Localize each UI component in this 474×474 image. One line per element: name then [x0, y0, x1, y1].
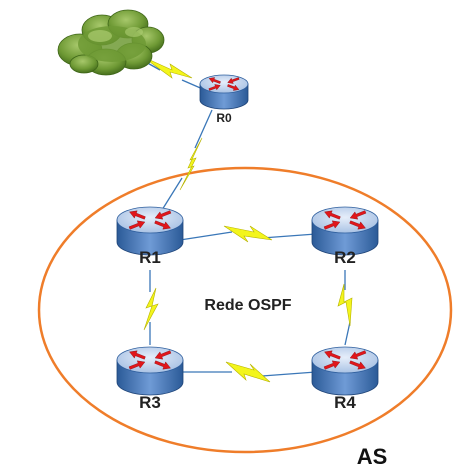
router-label-r2: R2	[334, 248, 356, 267]
links	[134, 55, 353, 383]
router-label-r1: R1	[139, 248, 161, 267]
cloud-icon	[57, 9, 165, 76]
router-r3[interactable]	[116, 346, 184, 396]
router-r0[interactable]	[199, 74, 249, 110]
lightning-bolt-icon	[337, 283, 353, 327]
link-r0-r1	[161, 109, 213, 211]
lightning-bolt-icon	[179, 137, 203, 191]
lightning-bolt-icon	[143, 287, 159, 331]
lightning-bolt-icon	[225, 361, 271, 383]
as-label: AS	[357, 444, 388, 469]
link-r1-r2	[179, 225, 317, 243]
router-label-r0: R0	[216, 111, 232, 125]
router-icon	[116, 346, 184, 396]
router-icon	[116, 206, 184, 256]
router-label-r3: R3	[139, 393, 161, 412]
as-boundary	[37, 166, 453, 454]
router-label-r4: R4	[334, 393, 356, 412]
network-label: Rede OSPF	[204, 297, 291, 314]
router-icon	[199, 74, 249, 110]
router-icon	[311, 206, 379, 256]
lightning-bolt-icon	[223, 225, 273, 243]
router-r1[interactable]	[116, 206, 184, 256]
link-r3-r4	[180, 361, 317, 383]
router-r2[interactable]	[311, 206, 379, 256]
link-r1-r3	[143, 270, 159, 345]
router-r4[interactable]	[311, 346, 379, 396]
router-icon	[311, 346, 379, 396]
link-r2-r4	[337, 270, 353, 346]
lightning-bolt-icon	[149, 59, 193, 79]
